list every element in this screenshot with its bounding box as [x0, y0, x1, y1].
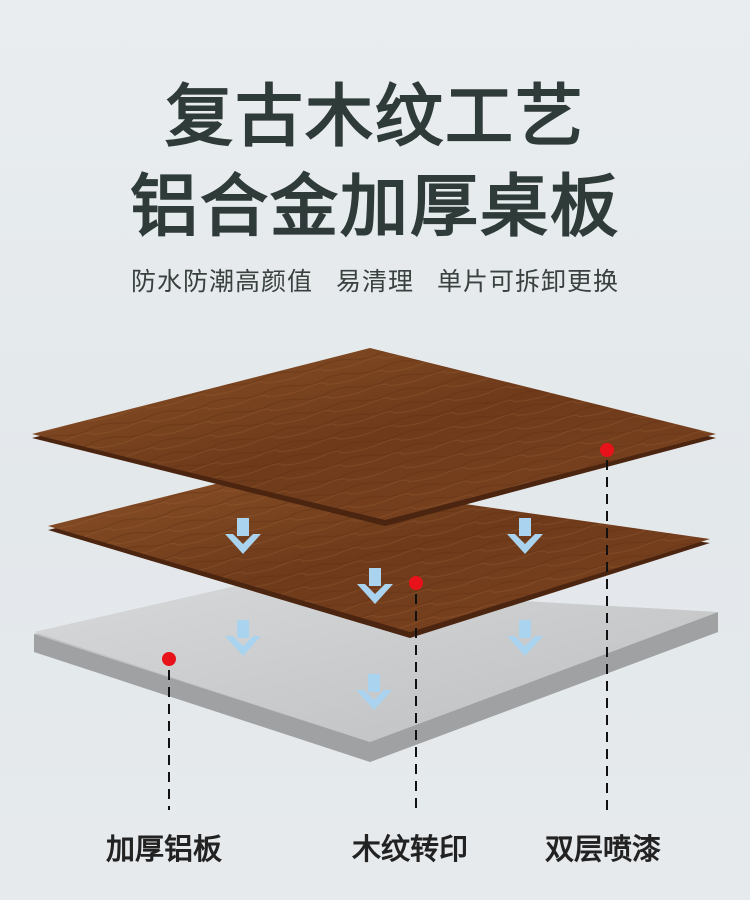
paint-coat-layer	[32, 348, 716, 526]
layer-markers	[162, 443, 614, 810]
feature-easy-clean: 易清理	[335, 267, 414, 296]
label-aluminum-layer: 加厚铝板	[106, 832, 223, 866]
headline-line1: 复古木纹工艺	[164, 78, 585, 157]
headline-line2: 铝合金加厚桌板	[129, 168, 620, 247]
wood-print-layer	[48, 474, 710, 638]
feature-waterproof: 防水防潮高颜值	[131, 267, 314, 296]
label-paint-layer: 双层喷漆	[545, 832, 662, 866]
aluminum-layer	[34, 585, 718, 762]
feature-list: 防水防潮高颜值 易清理 单片可拆卸更换	[0, 262, 750, 298]
label-wood-print-layer: 木纹转印	[352, 832, 469, 866]
feature-replaceable: 单片可拆卸更换	[436, 267, 619, 296]
